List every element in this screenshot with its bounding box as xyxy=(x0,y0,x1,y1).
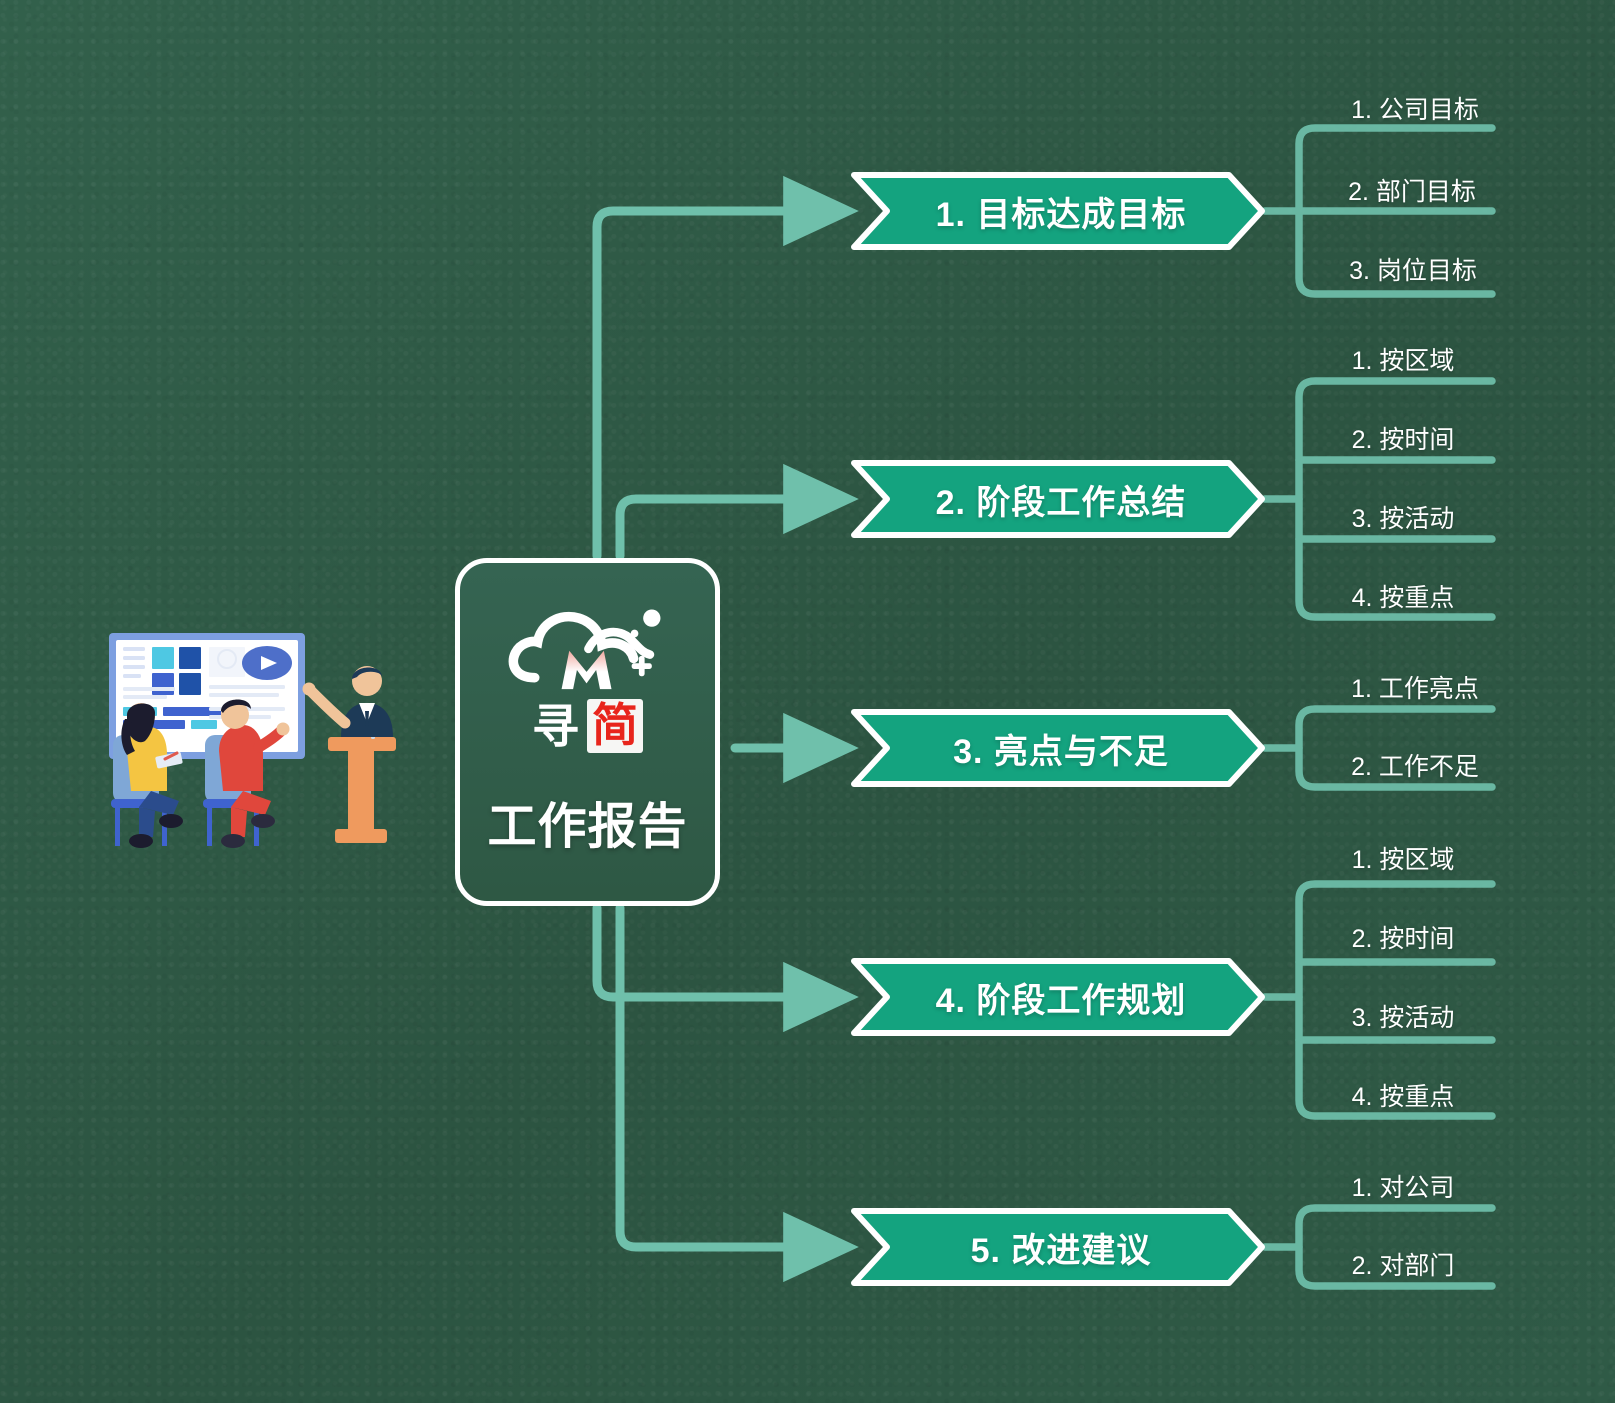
branch-node-2[interactable]: 2. 阶段工作总结 xyxy=(851,460,1265,538)
sub-rail-2 xyxy=(1295,377,1496,621)
sub-item-4-1[interactable]: 1. 按区域 xyxy=(1351,846,1455,874)
center-node-title: 工作报告 xyxy=(487,800,688,854)
sub-item-2-1[interactable]: 1. 按区域 xyxy=(1351,347,1455,375)
sub-item-1-1[interactable]: 1. 公司目标 xyxy=(1351,96,1479,124)
sub-item-2-2[interactable]: 2. 按时间 xyxy=(1351,426,1455,454)
branch-node-1[interactable]: 1. 目标达成目标 xyxy=(851,172,1265,250)
trunk-branch-4 xyxy=(592,903,859,1033)
sub-item-5-1[interactable]: 1. 对公司 xyxy=(1351,1174,1455,1202)
chevron-shape-1 xyxy=(851,172,1265,250)
sub-item-3-2[interactable]: 2. 工作不足 xyxy=(1351,753,1479,781)
chevron-shape-4 xyxy=(851,958,1265,1036)
branch-node-5[interactable]: 5. 改进建议 xyxy=(851,1208,1265,1286)
trunk-branch-1 xyxy=(592,175,859,561)
branch-node-4[interactable]: 4. 阶段工作规划 xyxy=(851,958,1265,1036)
sub-item-3-1[interactable]: 1. 工作亮点 xyxy=(1351,675,1479,703)
brand-char-xun: 寻 xyxy=(532,699,579,753)
brand-char-jian: 简 xyxy=(592,699,638,751)
chevron-shape-5 xyxy=(851,1208,1265,1286)
sub-item-4-4[interactable]: 4. 按重点 xyxy=(1351,1083,1455,1111)
business-presentation-illustration xyxy=(95,615,415,860)
sub-item-1-2[interactable]: 2. 部门目标 xyxy=(1348,178,1476,206)
trunk-branch-2 xyxy=(615,463,859,561)
sub-rail-5 xyxy=(1295,1204,1496,1290)
brand-char-jian-box: 简 xyxy=(587,699,643,753)
sub-item-2-4[interactable]: 4. 按重点 xyxy=(1351,584,1455,612)
chevron-shape-2 xyxy=(851,460,1265,538)
trunk-branch-5 xyxy=(615,903,859,1283)
branch-node-3[interactable]: 3. 亮点与不足 xyxy=(851,709,1265,787)
sub-item-5-2[interactable]: 2. 对部门 xyxy=(1351,1252,1455,1280)
sub-item-4-3[interactable]: 3. 按活动 xyxy=(1351,1004,1455,1032)
sub-item-1-3[interactable]: 3. 岗位目标 xyxy=(1349,257,1477,285)
chevron-shape-3 xyxy=(851,709,1265,787)
sub-rail-3 xyxy=(1295,705,1496,791)
cloud-m-plus-logo xyxy=(508,609,661,690)
sub-item-2-3[interactable]: 3. 按活动 xyxy=(1351,505,1455,533)
center-node[interactable]: 寻 简 工作报告 xyxy=(455,558,720,906)
sub-rail-4 xyxy=(1295,880,1496,1120)
sub-item-4-2[interactable]: 2. 按时间 xyxy=(1351,925,1455,953)
brand-wordmark: 寻 简 xyxy=(532,695,643,757)
